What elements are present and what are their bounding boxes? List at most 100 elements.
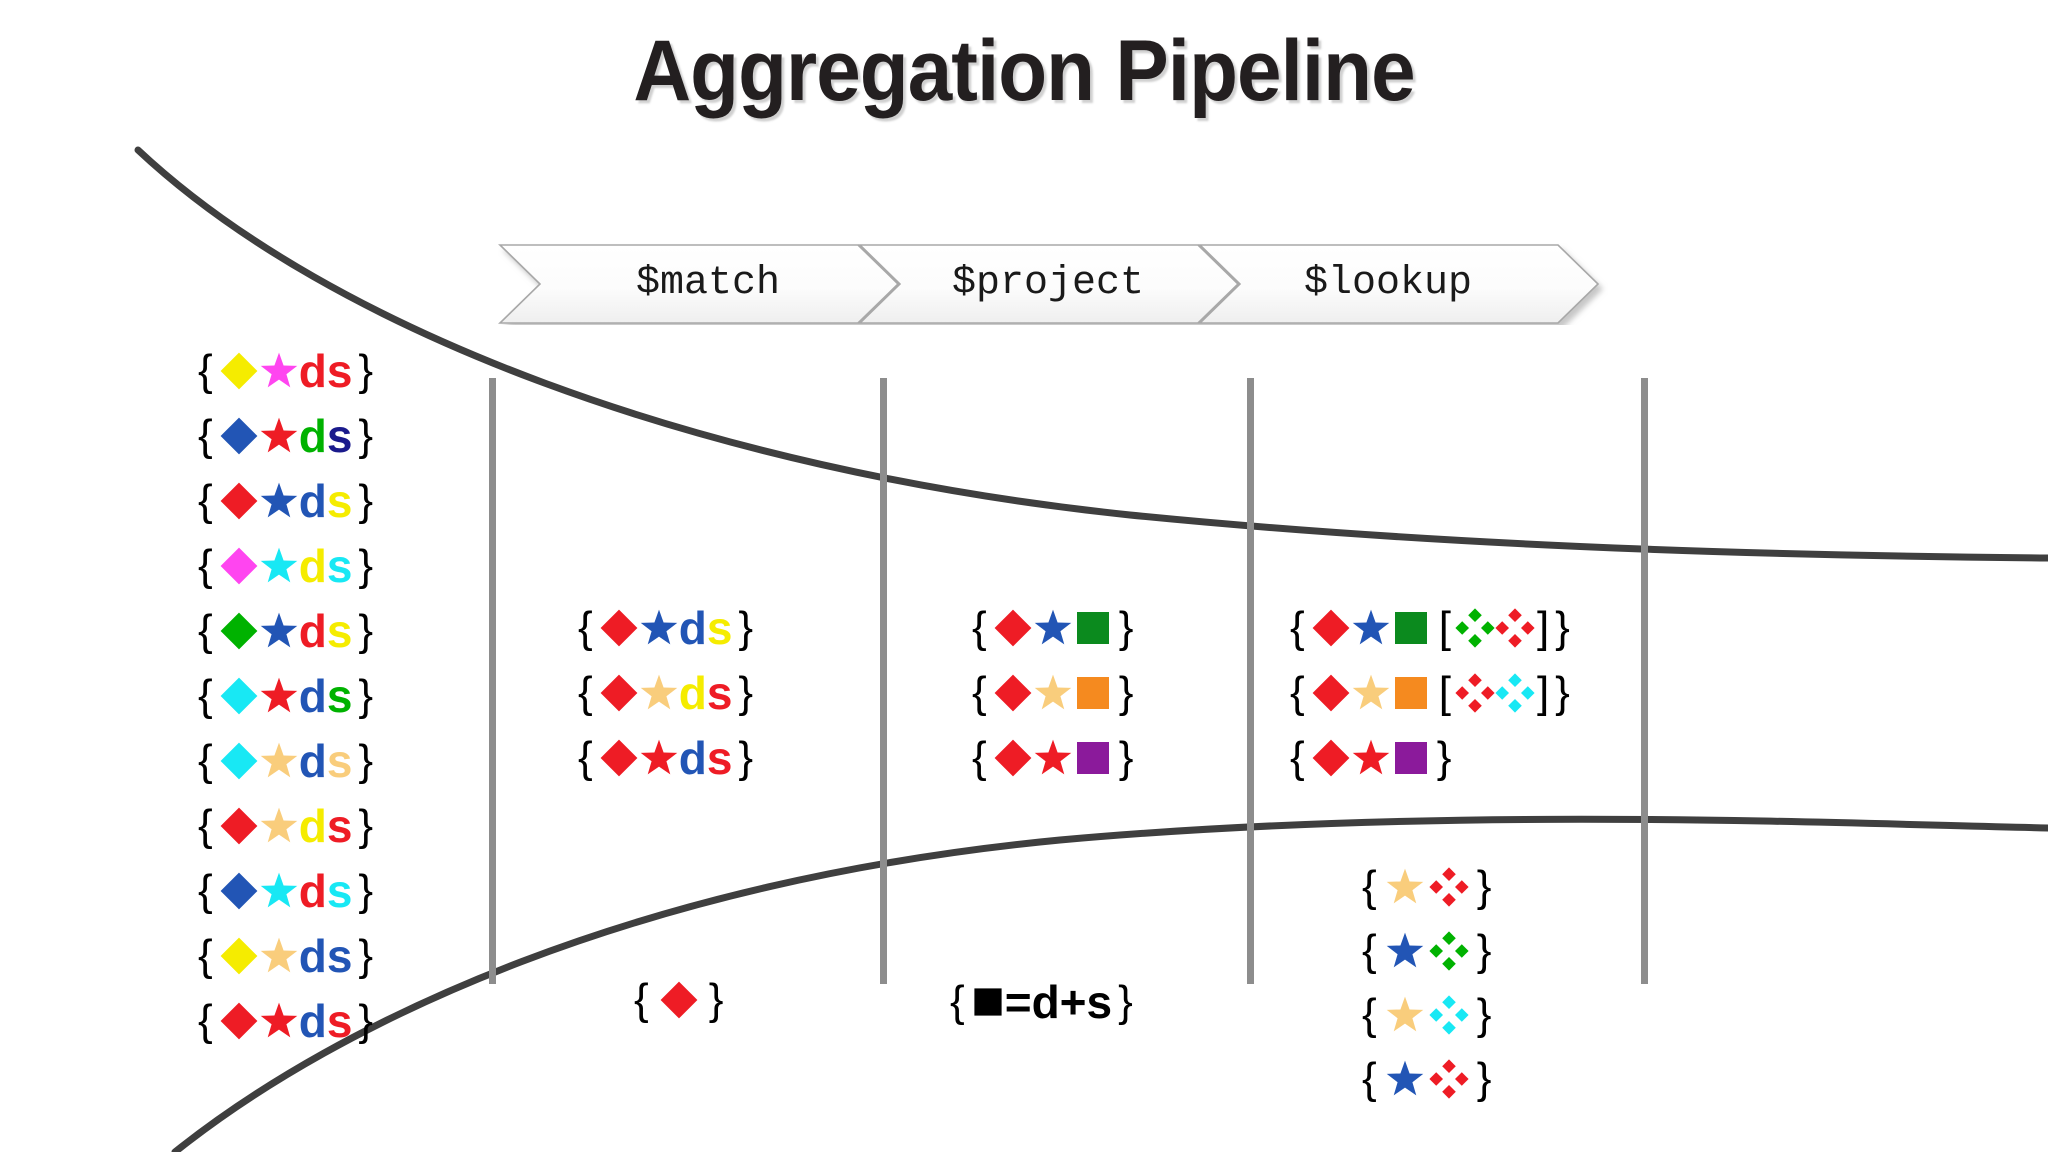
open-brace: {	[198, 475, 213, 525]
column-divider-3	[1247, 378, 1254, 984]
field-letter-d: d	[298, 864, 327, 917]
open-brace: {	[198, 930, 213, 980]
spacer	[1377, 887, 1385, 888]
field-letter-s: s	[706, 666, 733, 719]
star-icon	[1351, 738, 1391, 778]
diamond-icon	[219, 546, 259, 586]
close-brace: }	[738, 732, 754, 782]
open-brace: {	[972, 732, 987, 782]
field-letter-d: d	[678, 601, 707, 654]
spacer	[1469, 1079, 1477, 1080]
star-icon	[1385, 1059, 1425, 1099]
pipeline-stage-project[interactable]: $project	[951, 261, 1145, 306]
star-icon	[259, 741, 299, 781]
open-brace: {	[198, 865, 213, 915]
diamond-icon	[599, 608, 639, 648]
diamond-icon	[599, 673, 639, 713]
diamond-icon	[219, 1001, 259, 1041]
foreign-document-row: {}	[1362, 919, 1491, 983]
match-criteria-legend: {}	[634, 975, 723, 1025]
close-brace: }	[1476, 862, 1492, 911]
close-brace: }	[1476, 1054, 1492, 1103]
document-row: {[]}	[1290, 660, 1570, 725]
star-icon	[259, 871, 299, 911]
square-icon	[1073, 608, 1113, 648]
diamond-icon	[993, 673, 1033, 713]
pipeline-stage-lookup[interactable]: $lookup	[1303, 261, 1473, 306]
diamond-icon	[219, 871, 259, 911]
open-brace: {	[950, 977, 965, 1026]
close-bracket: ]	[1536, 602, 1550, 652]
pipeline-stage-match[interactable]: $match	[635, 261, 781, 306]
open-brace: {	[198, 670, 213, 720]
spacer	[1431, 627, 1439, 628]
field-letter-s: s	[326, 604, 353, 657]
close-brace: }	[358, 540, 374, 590]
close-brace: }	[358, 410, 374, 460]
field-letter-s: s	[326, 409, 353, 462]
open-brace: {	[972, 667, 987, 717]
close-brace: }	[708, 975, 724, 1024]
field-letter-d: d	[298, 409, 327, 462]
document-row: {}	[1290, 725, 1570, 790]
close-brace: }	[358, 800, 374, 850]
star-icon	[639, 738, 679, 778]
field-letter-d: d	[298, 929, 327, 982]
star-icon	[1033, 608, 1073, 648]
close-brace: }	[738, 667, 754, 717]
page-title: Aggregation Pipeline	[633, 23, 1415, 119]
close-brace: }	[738, 602, 754, 652]
field-letter-s: s	[326, 344, 353, 397]
field-letter-s: s	[326, 994, 353, 1047]
close-brace: }	[1436, 732, 1452, 782]
lookup-foreign-collection: {}{}{}{}	[1362, 855, 1491, 1111]
square-icon	[1391, 673, 1431, 713]
star-icon	[1385, 931, 1425, 971]
square-icon	[1073, 673, 1113, 713]
square-icon	[1391, 608, 1431, 648]
close-brace: }	[358, 735, 374, 785]
diamond-cluster-icon	[1455, 672, 1495, 713]
column-divider-2	[880, 378, 887, 984]
close-brace: }	[1118, 977, 1133, 1026]
open-brace: {	[198, 540, 213, 590]
field-letter-d: d	[298, 604, 327, 657]
diamond-icon	[219, 806, 259, 846]
diamond-cluster-icon	[1429, 931, 1469, 971]
spacer	[1469, 887, 1477, 888]
close-brace: }	[358, 995, 374, 1045]
spacer	[1377, 951, 1385, 952]
open-brace: {	[1362, 862, 1377, 911]
diamond-icon	[219, 676, 259, 716]
field-letter-s: s	[326, 669, 353, 722]
open-brace: {	[1290, 732, 1305, 782]
star-icon	[1385, 867, 1425, 907]
open-brace: {	[1290, 602, 1305, 652]
foreign-document-row: {}	[1362, 983, 1491, 1047]
field-letter-s: s	[326, 929, 353, 982]
field-letter-d: d	[298, 994, 327, 1047]
open-brace: {	[1362, 990, 1377, 1039]
close-brace: }	[358, 930, 374, 980]
close-bracket: ]	[1536, 667, 1550, 717]
project-expression-legend: {=d+s}	[950, 975, 1133, 1029]
close-brace: }	[358, 345, 374, 395]
diamond-icon	[1311, 673, 1351, 713]
spacer	[699, 1000, 709, 1001]
column-divider-1	[489, 378, 496, 984]
project-output-column: {}{}{}	[972, 595, 1133, 790]
spacer	[1377, 1079, 1385, 1080]
star-icon	[639, 608, 679, 648]
open-brace: {	[198, 605, 213, 655]
close-brace: }	[358, 605, 374, 655]
